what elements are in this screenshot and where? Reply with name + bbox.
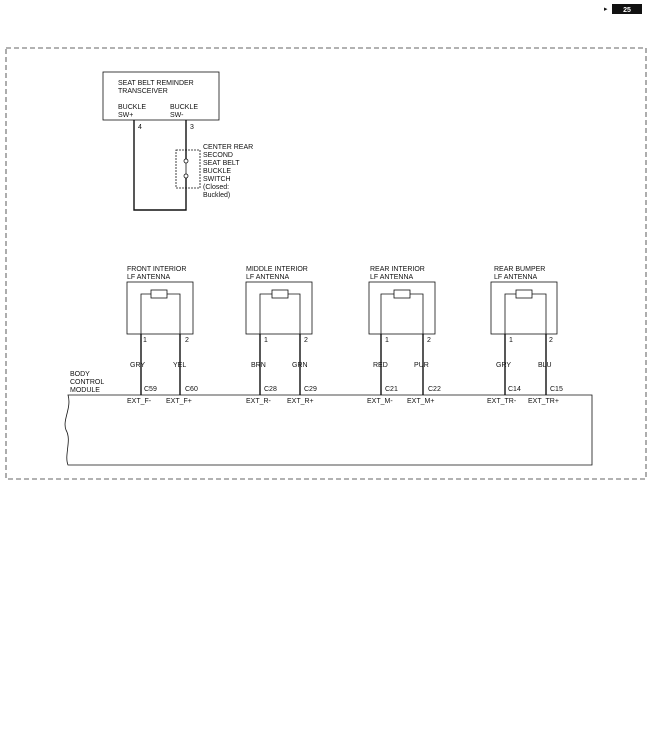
signal-1: EXT_F- [127, 398, 152, 405]
antenna-name-1: REAR BUMPER [494, 266, 545, 273]
buckle-sw-minus-label-1: BUCKLE [170, 104, 198, 111]
wire-color-2: GRN [292, 362, 308, 369]
buckle-switch-box [175, 149, 201, 189]
antenna-coil [515, 289, 533, 299]
header-mark: ▸ [604, 6, 608, 13]
transceiver-box [102, 71, 220, 121]
buckle-switch-line-4: BUCKLE [203, 168, 231, 175]
signal-1: EXT_M- [367, 398, 393, 405]
transceiver-title-1: SEAT BELT REMINDER [118, 80, 194, 87]
antenna-rear-interior: REAR INTERIOR LF ANTENNA 1 2 RED PUR C21… [367, 266, 441, 405]
buckle-switch-line-2: SECOND [203, 152, 233, 159]
antenna-leads [259, 293, 301, 334]
wire-color-2: BLU [538, 362, 552, 369]
wire-color-2: PUR [414, 362, 429, 369]
antenna-name-1: REAR INTERIOR [370, 266, 425, 273]
transceiver-title-2: TRANSCEIVER [118, 88, 168, 95]
antenna-name-1: MIDDLE INTERIOR [246, 266, 308, 273]
antenna-coil [393, 289, 411, 299]
antenna-name-2: LF ANTENNA [127, 274, 171, 281]
page-badge [612, 4, 642, 14]
antenna-box [490, 281, 558, 335]
antenna-middle-interior: MIDDLE INTERIOR LF ANTENNA 1 2 BRN GRN C… [245, 266, 317, 405]
buckle-sw-plus-label-1: BUCKLE [118, 104, 146, 111]
antenna-rear-bumper: REAR BUMPER LF ANTENNA 1 2 GRY BLU C14 C… [487, 266, 563, 405]
connector-1: C28 [264, 386, 277, 393]
bcm-label-3: MODULE [70, 387, 100, 394]
switch-contact-bottom [183, 173, 189, 179]
antenna-leads [504, 293, 547, 334]
buckle-sw-plus-label-2: SW+ [118, 112, 133, 119]
pin-2: 2 [185, 337, 189, 344]
wire-color-1: GRY [496, 362, 511, 369]
pin-1: 1 [143, 337, 147, 344]
antenna-name-1: FRONT INTERIOR [127, 266, 186, 273]
connector-2: C29 [304, 386, 317, 393]
wire-color-1: RED [373, 362, 388, 369]
antenna-name-2: LF ANTENNA [370, 274, 414, 281]
wire-color-1: BRN [251, 362, 266, 369]
connector-1: C21 [385, 386, 398, 393]
bcm-box [64, 394, 593, 466]
page-badge-label: 25 [623, 7, 631, 14]
antenna-coil [271, 289, 289, 299]
signal-1: EXT_TR- [487, 398, 517, 405]
pin-2: 2 [427, 337, 431, 344]
buckle-switch-line-5: SWITCH [203, 176, 231, 183]
diagram-frame [5, 47, 647, 480]
antenna-coil [150, 289, 168, 299]
signal-2: EXT_TR+ [528, 398, 559, 405]
antenna-box [368, 281, 436, 335]
signal-2: EXT_M+ [407, 398, 434, 405]
wire-color-1: GRY [130, 362, 145, 369]
connector-2: C60 [185, 386, 198, 393]
connector-2: C15 [550, 386, 563, 393]
buckle-switch-line-6: (Closed: [203, 184, 229, 191]
antenna-box [245, 281, 313, 335]
wire-color-2: YEL [173, 362, 186, 369]
pin-2: 2 [549, 337, 553, 344]
buckle-sw-minus-label-2: SW- [170, 112, 184, 119]
signal-2: EXT_F+ [166, 398, 192, 405]
pin-1: 1 [264, 337, 268, 344]
connector-1: C14 [508, 386, 521, 393]
transceiver-pin-left: 4 [138, 124, 142, 131]
connector-1: C59 [144, 386, 157, 393]
pin-1: 1 [509, 337, 513, 344]
antenna-box [126, 281, 194, 335]
buckle-switch-line-1: CENTER REAR [203, 144, 253, 151]
connector-2: C22 [428, 386, 441, 393]
transceiver-pin-right: 3 [190, 124, 194, 131]
signal-2: EXT_R+ [287, 398, 314, 405]
antenna-name-2: LF ANTENNA [246, 274, 290, 281]
antenna-leads [140, 293, 181, 334]
pin-2: 2 [304, 337, 308, 344]
buckle-loop-wire [133, 120, 187, 211]
buckle-switch-line-7: Buckled) [203, 192, 230, 199]
antenna-leads [380, 293, 424, 334]
antenna-name-2: LF ANTENNA [494, 274, 538, 281]
pin-1: 1 [385, 337, 389, 344]
bcm-label-1: BODY [70, 371, 90, 378]
bcm-label-2: CONTROL [70, 379, 104, 386]
buckle-switch-line-3: SEAT BELT [203, 160, 240, 167]
signal-1: EXT_R- [246, 398, 272, 405]
switch-contact-top [183, 158, 189, 164]
antenna-front-interior: FRONT INTERIOR LF ANTENNA 1 2 GRY YEL C5… [126, 266, 198, 405]
